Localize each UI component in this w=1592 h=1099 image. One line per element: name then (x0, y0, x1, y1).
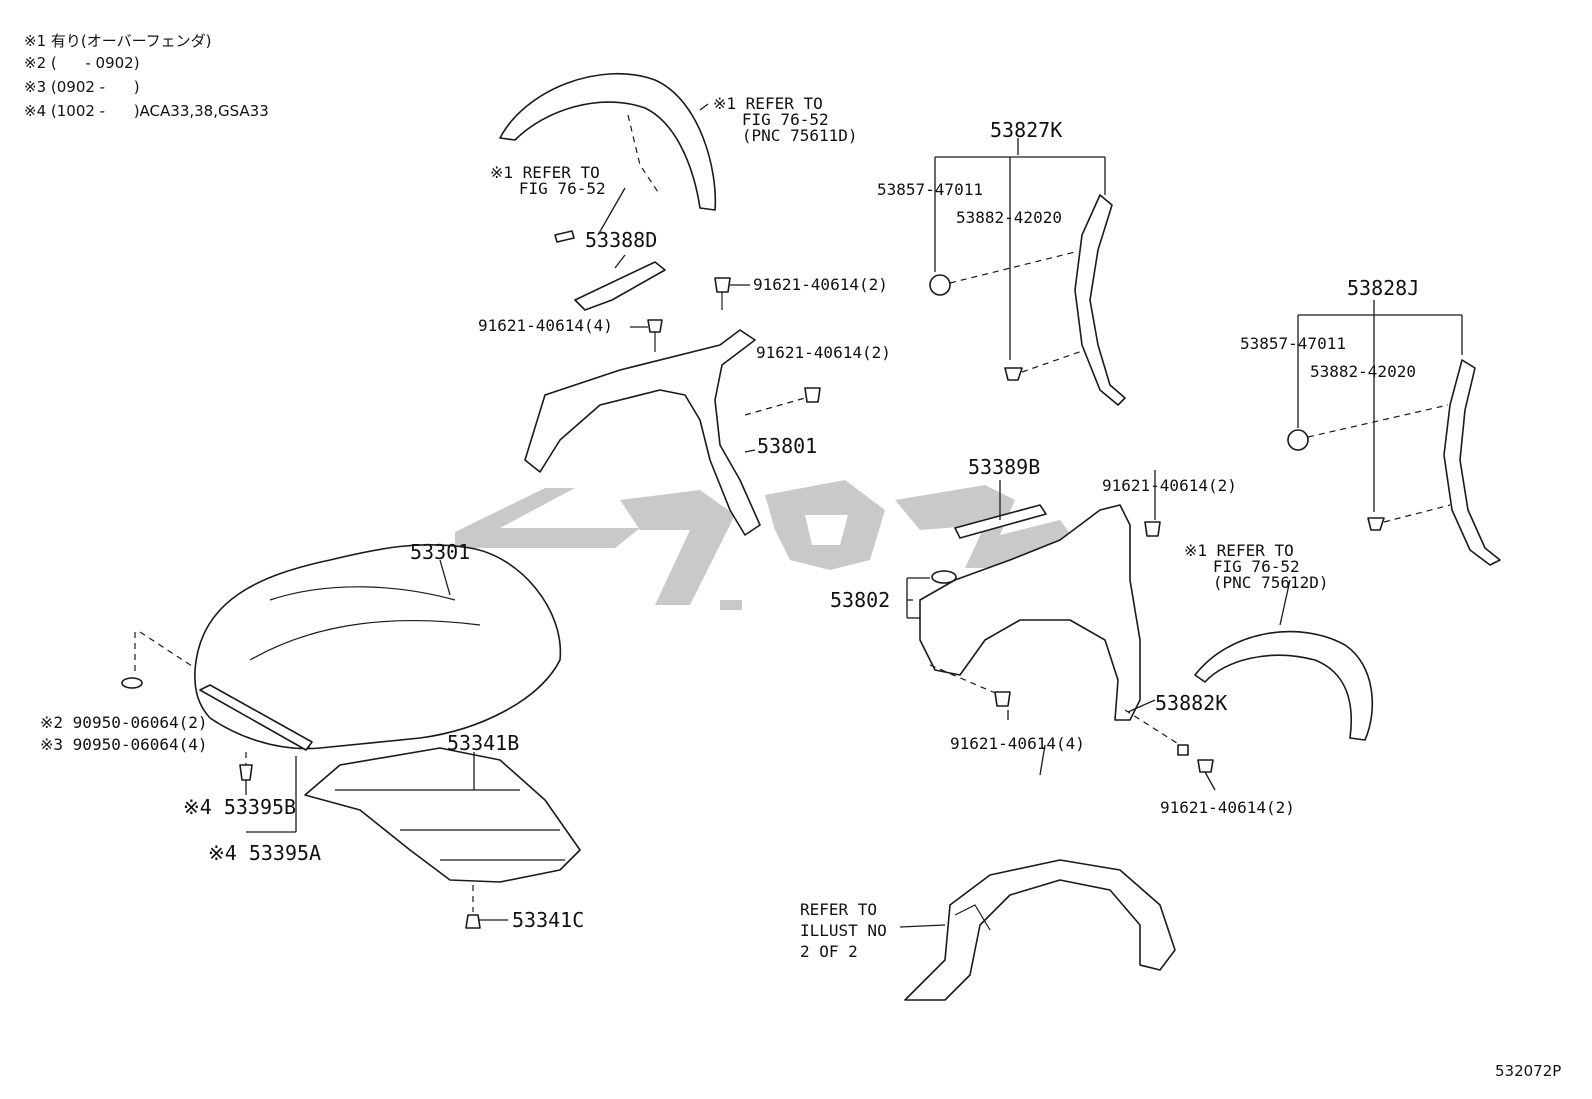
note-2: ※2 ( - 0902) (24, 54, 140, 72)
label-53388d: 53388D (585, 228, 658, 252)
label-53341c: 53341C (512, 908, 585, 932)
label-53828j: 53828J (1347, 276, 1420, 300)
fender-liner-53828j (1443, 359, 1501, 566)
label-53857-47011-b: 53857-47011 (1240, 334, 1346, 353)
label-53827k: 53827K (990, 118, 1063, 142)
label-53857-47011-a: 53857-47011 (877, 180, 983, 199)
label-ref1-b: ※1 REFER TO FIG 76-52 (490, 163, 606, 198)
label-ref1-c: ※1 REFER TO FIG 76-52 (PNC 75612D) (1184, 541, 1329, 592)
hood-seal-53395a (199, 684, 313, 751)
label-refer-illust: REFER TO ILLUST NO 2 OF 2 (800, 900, 887, 961)
label-90950-06064-4: ※3 90950-06064(4) (40, 735, 208, 754)
over-fender-left (499, 72, 717, 211)
label-53882-42020-b: 53882-42020 (1310, 362, 1416, 381)
front-fender-53802 (919, 504, 1141, 721)
label-91621-40614-c: 91621-40614(2) (756, 343, 891, 362)
fender-moulding-53388d (574, 261, 666, 311)
label-91621-40614-f: 91621-40614(2) (1160, 798, 1295, 817)
fender-moulding-53389b (954, 504, 1047, 539)
label-91621-40614-d: 91621-40614(2) (1102, 476, 1237, 495)
label-53301: 53301 (410, 540, 471, 564)
label-53882k: 53882K (1155, 691, 1228, 715)
label-53341b: 53341B (447, 731, 520, 755)
label-53395a: ※4 53395A (208, 841, 322, 865)
front-fender-53801 (524, 329, 761, 536)
label-90950-06064-2: ※2 90950-06064(2) (40, 713, 208, 732)
label-53389b: 53389B (968, 455, 1041, 479)
hood-insulator-53341b (304, 747, 581, 883)
note-1: ※1 有り(オーバーフェンダ) (24, 32, 212, 50)
note-3: ※3 (0902 - ) (24, 78, 140, 96)
label-ref1-a: ※1 REFER TO FIG 76-52 (PNC 75611D) (713, 94, 858, 145)
note-4: ※4 (1002 - )ACA33,38,GSA33 (24, 102, 269, 120)
label-91621-40614-a: 91621-40614(2) (753, 275, 888, 294)
fender-liner-53827k (1074, 194, 1126, 406)
label-53801: 53801 (757, 434, 818, 458)
label-53395b: ※4 53395B (183, 795, 297, 819)
label-91621-40614-e: 91621-40614(4) (950, 734, 1085, 753)
fender-liner-bottom (904, 859, 1176, 1001)
figure-code: 532072P (1495, 1062, 1562, 1080)
label-53882-42020-a: 53882-42020 (956, 208, 1062, 227)
over-fender-right (1194, 630, 1374, 741)
label-91621-40614-b: 91621-40614(4) (478, 316, 613, 335)
label-53802: 53802 (830, 588, 891, 612)
